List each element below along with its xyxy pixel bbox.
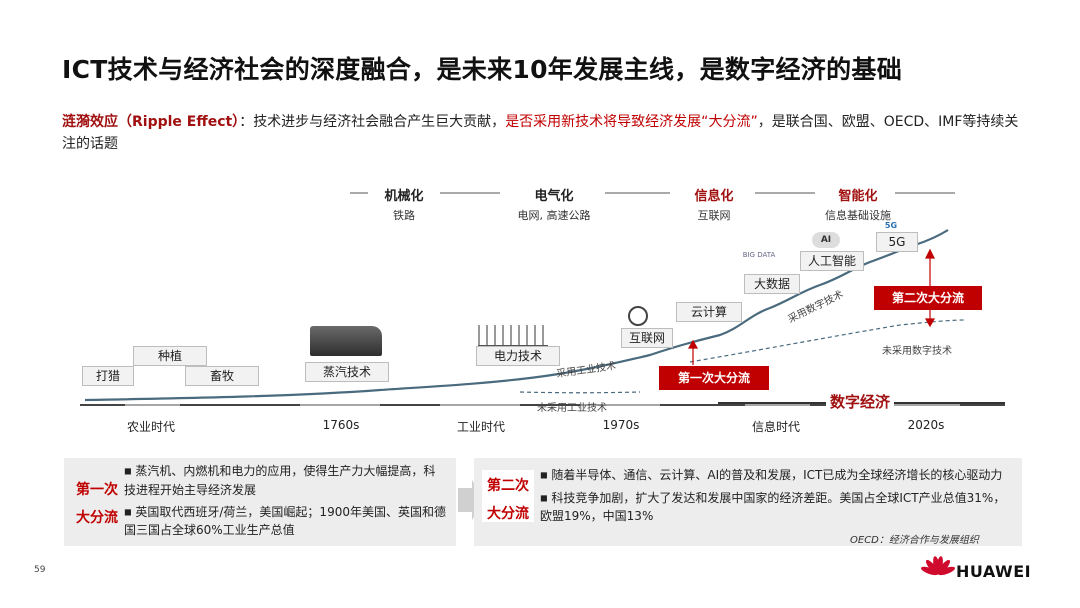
list-item: ■ 科技竞争加剧，扩大了发达和发展中国家的经济差距。美国占全球ICT产业总值31…: [540, 490, 1006, 524]
first-divergence-title-line2: 大分流: [76, 510, 118, 526]
first-divergence-bullets: ■ 蒸汽机、内燃机和电力的应用，使得生产力大幅提高，科技进程开始主导经济发展 ■…: [124, 462, 446, 539]
second-divergence-bullets: ■ 随着半导体、通信、云计算、AI的普及和发展，ICT已成为全球经济增长的核心驱…: [540, 466, 1014, 525]
era-information: 信息时代: [751, 420, 800, 434]
stage-mechanization: 机械化: [384, 189, 424, 204]
ripple-highlight: 是否采用新技术将导致经济发展“大分流”: [505, 114, 758, 130]
first-divergence-badge: 第一次大分流: [659, 366, 769, 390]
bigdata-icon: BIG DATA: [742, 251, 776, 259]
second-divergence-title-bg: [482, 470, 534, 522]
stage-informatization-sub: 互联网: [697, 209, 731, 222]
stage-intelligentization-sub: 信息基础设施: [825, 209, 891, 222]
ai-chip-icon: AI: [812, 232, 840, 248]
tech-internet: 互联网: [621, 328, 673, 348]
huawei-logo-icon: [921, 556, 955, 576]
second-divergence-badge: 第二次大分流: [874, 286, 982, 310]
first-divergence-title-line1: 第一次: [76, 482, 118, 498]
stage-mechanization-sub: 铁路: [393, 209, 415, 222]
tech-cloud: 云计算: [676, 302, 742, 322]
list-item: ■ 随着半导体、通信、云计算、AI的普及和发展，ICT已成为全球经济增长的核心驱…: [540, 468, 1003, 482]
tech-herding: 畜牧: [185, 366, 259, 386]
tech-bigdata: 大数据: [744, 274, 800, 294]
stage-informatization: 信息化: [694, 189, 734, 204]
tech-hunting: 打猎: [82, 366, 134, 386]
label-digital-not: 未采用数字技术: [882, 346, 952, 357]
oecd-note: OECD：经济合作与发展组织: [850, 535, 979, 546]
power-station-icon: [478, 325, 548, 347]
brand-logo-text: HUAWEI: [956, 562, 1032, 581]
ripple-text-2: ，是联合国、欧盟、OECD、IMF等持续关注的话题: [62, 114, 1019, 152]
second-divergence-panel: [474, 458, 1022, 546]
tech-ai: 人工智能: [800, 251, 864, 271]
tech-power: 电力技术: [476, 346, 560, 366]
second-divergence-title: 第二次 大分流: [482, 472, 534, 528]
era-agriculture: 农业时代: [126, 420, 175, 434]
list-item: ■ 蒸汽机、内燃机和电力的应用，使得生产力大幅提高，科技进程开始主导经济发展: [124, 464, 436, 497]
ripple-paragraph: 涟漪效应（Ripple Effect）：技术进步与经济社会融合产生巨大贡献，是否…: [62, 111, 1022, 155]
ripple-term: 涟漪效应（Ripple Effect）: [62, 114, 240, 130]
tech-planting: 种植: [133, 346, 207, 366]
label-industrial-not: 未采用工业技术: [537, 403, 607, 414]
page-title: ICT技术与经济社会的深度融合，是未来10年发展主线，是数字经济的基础: [62, 55, 902, 84]
page-number: 59: [34, 565, 46, 575]
globe-icon: [628, 306, 648, 326]
ripple-colon: ：: [239, 114, 254, 130]
steam-engine-icon: [310, 326, 382, 356]
stage-intelligentization: 智能化: [838, 189, 878, 204]
tech-steam: 蒸汽技术: [305, 362, 389, 382]
stage-electrification-sub: 电网, 高速公路: [517, 209, 591, 222]
first-divergence-title: 第一次 大分流: [72, 476, 122, 532]
ripple-text-1: 技术进步与经济社会融合产生巨大贡献，: [253, 114, 506, 130]
era-industrial: 工业时代: [456, 420, 505, 434]
stage-electrification: 电气化: [534, 189, 574, 204]
digital-economy-label: 数字经济: [826, 391, 895, 412]
era-2020s: 2020s: [907, 418, 945, 432]
tech-5g: 5G: [876, 232, 918, 252]
era-1970s: 1970s: [602, 418, 640, 432]
second-divergence-title-line1: 第二次: [487, 478, 529, 494]
second-divergence-title-line2: 大分流: [487, 506, 529, 522]
era-1760s: 1760s: [322, 418, 360, 432]
5g-icon: 5G: [884, 221, 898, 230]
list-item: ■ 英国取代西班牙/荷兰，美国崛起；1900年美国、英国和德国三国占全球60%工…: [124, 504, 446, 538]
first-divergence-panel: [64, 458, 456, 546]
